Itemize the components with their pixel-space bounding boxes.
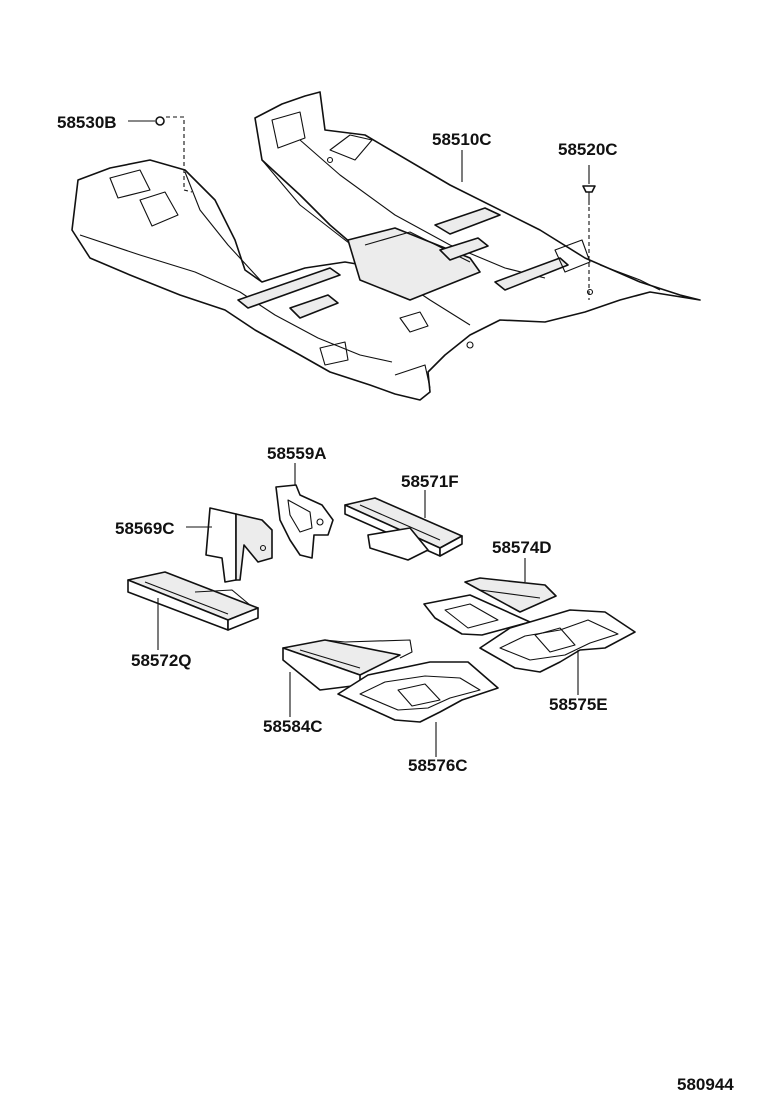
part-58575E[interactable] (479, 609, 636, 695)
figure-code: 580944 (677, 1075, 734, 1094)
part-58559A[interactable] (275, 463, 334, 559)
part-58520C-screw[interactable] (582, 165, 596, 300)
label-58530B: 58530B (57, 113, 117, 132)
label-58575E: 58575E (549, 695, 608, 714)
label-58576C: 58576C (408, 756, 468, 775)
label-58572Q: 58572Q (131, 651, 192, 670)
part-58574D[interactable] (423, 558, 557, 636)
label-58520C: 58520C (558, 140, 618, 159)
label-58584C: 58584C (263, 717, 323, 736)
part-58576C[interactable] (337, 661, 499, 757)
part-58572Q[interactable] (127, 571, 259, 650)
label-58574D: 58574D (492, 538, 552, 557)
part-58584C[interactable] (282, 639, 413, 717)
floor-pan-assembly[interactable] (71, 91, 701, 401)
label-58569C: 58569C (115, 519, 175, 538)
part-58569C[interactable] (186, 507, 273, 583)
label-58571F: 58571F (401, 472, 459, 491)
part-58530B-clip[interactable] (128, 116, 193, 193)
part-58571F[interactable] (344, 490, 463, 561)
label-58559A: 58559A (267, 444, 327, 463)
label-58510C: 58510C (432, 130, 492, 149)
